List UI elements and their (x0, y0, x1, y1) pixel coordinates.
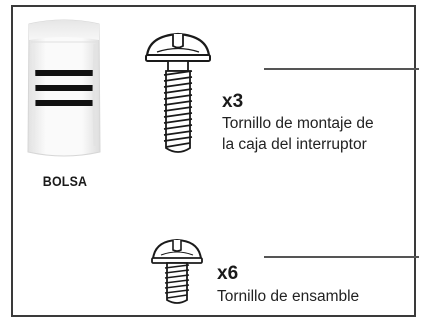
bag-label: BOLSA (42, 174, 88, 189)
leader-line-mounting-screw (264, 68, 419, 70)
bag-icon (27, 19, 101, 157)
assembly-screw-quantity: x6 (217, 263, 239, 284)
mounting-screw-description-line: Tornillo de montaje de (222, 115, 374, 132)
mounting-screw-description: Tornillo de montaje de la caja del inter… (222, 113, 412, 155)
mounting-screw-quantity: x3 (222, 91, 244, 112)
leader-line-assembly-screw (264, 256, 419, 258)
mounting-screw-description-line: la caja del interruptor (222, 136, 367, 153)
mounting-screw-icon (145, 32, 211, 153)
assembly-screw-description-line: Tornillo de ensamble (217, 288, 360, 305)
assembly-screw-description: Tornillo de ensamble (217, 286, 407, 307)
assembly-screw-icon (151, 238, 203, 304)
